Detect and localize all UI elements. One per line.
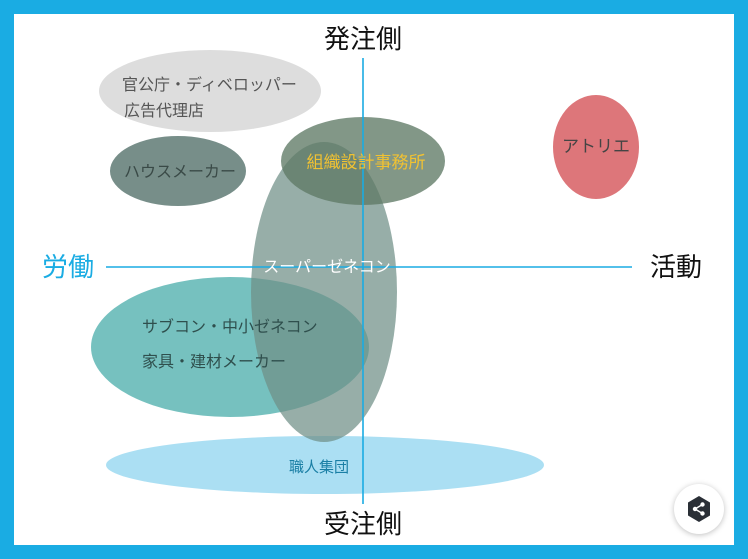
label-gov-line2: 広告代理店: [124, 101, 204, 120]
axis-label-left: 労働: [42, 253, 94, 283]
label-atelier: アトリエ: [562, 137, 630, 157]
label-gov-line1: 官公庁・ディベロッパー: [122, 75, 297, 94]
label-supergenecon: スーパーゼネコン: [263, 257, 391, 276]
positioning-map: 発注側 受注側 労働 活動 官公庁・ディベロッパー 広告代理店 ハウスメーカー …: [42, 25, 702, 540]
ellipse-housemaker: [110, 136, 246, 206]
ellipse-atelier: [553, 95, 639, 199]
axis-label-bottom: 受注側: [324, 510, 402, 540]
diagram-canvas: 発注側 受注側 労働 活動 官公庁・ディベロッパー 広告代理店 ハウスメーカー …: [14, 14, 734, 545]
label-subcon-line1: サブコン・中小ゼネコン: [142, 317, 318, 336]
label-design-office: 組織設計事務所: [307, 153, 426, 173]
label-housemaker: ハウスメーカー: [124, 162, 236, 181]
ellipse-supergenecon: [251, 142, 397, 442]
share-icon: [688, 496, 710, 522]
ellipse-gov: [99, 50, 321, 132]
axis-label-top: 発注側: [324, 25, 402, 55]
label-craftsmen: 職人集団: [289, 458, 349, 476]
share-button[interactable]: [674, 484, 724, 534]
axis-label-right: 活動: [650, 253, 702, 283]
ellipse-craftsmen: [106, 436, 544, 494]
label-subcon-line2: 家具・建材メーカー: [142, 352, 286, 371]
